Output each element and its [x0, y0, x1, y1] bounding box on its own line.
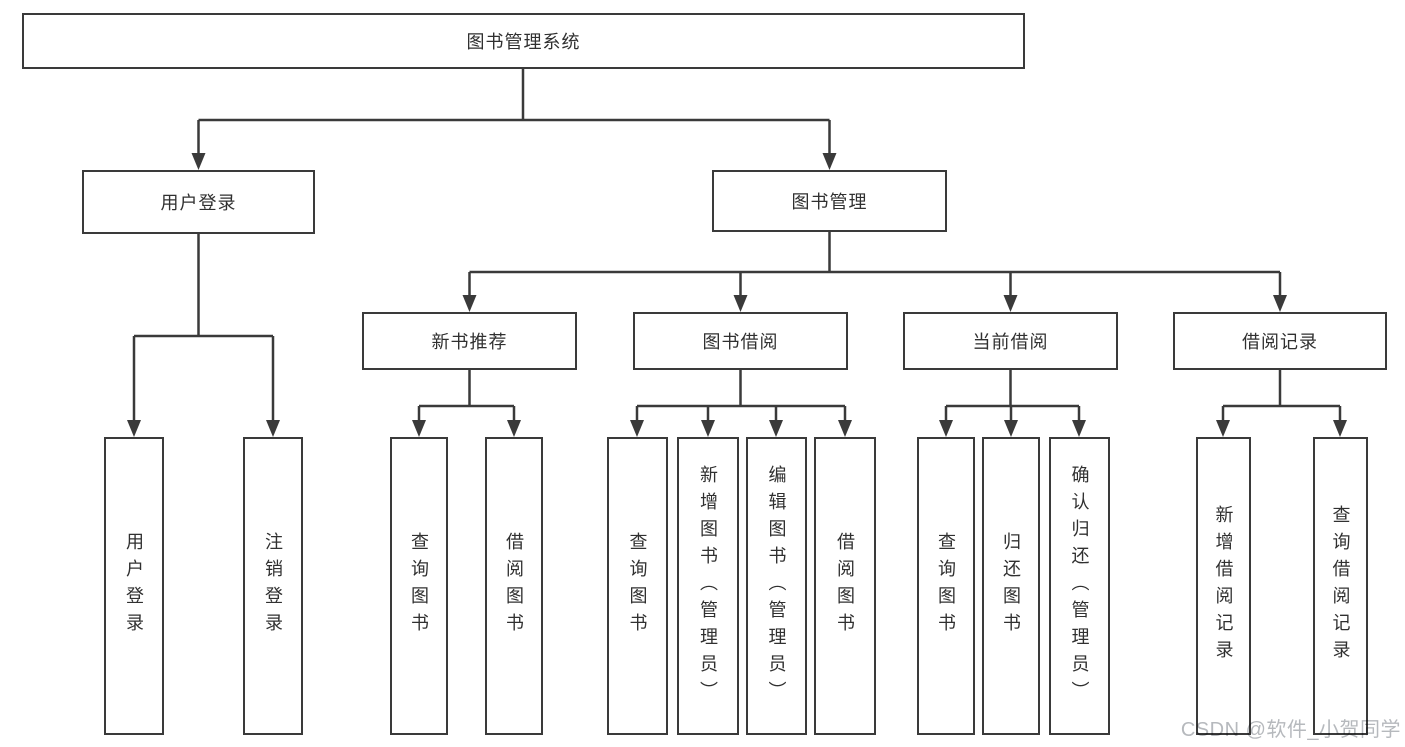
leaf-return-books: 归还图书: [982, 437, 1040, 735]
node-borrowing-records: 借阅记录: [1173, 312, 1387, 370]
node-book-management-branch: 图书管理: [712, 170, 947, 232]
arrowhead: [701, 420, 715, 437]
node-label: 查询图书: [627, 532, 648, 640]
arrowhead: [822, 153, 837, 170]
node-label: 编辑图书（管理员）: [766, 464, 787, 708]
leaf-borrow-books-borrowing: 借阅图书: [814, 437, 876, 735]
leaf-confirm-return-admin: 确认归还（管理员）: [1049, 437, 1110, 735]
node-label: 新增借阅记录: [1213, 505, 1234, 667]
leaf-edit-books-admin: 编辑图书（管理员）: [746, 437, 807, 735]
node-user-login-branch: 用户登录: [82, 170, 315, 234]
node-current-borrowing: 当前借阅: [903, 312, 1118, 370]
node-library-management-system: 图书管理系统: [22, 13, 1025, 69]
node-label: 查询图书: [936, 532, 956, 640]
leaf-add-books-admin: 新增图书（管理员）: [677, 437, 739, 735]
node-label: 用户登录: [124, 532, 144, 640]
arrowhead: [1003, 295, 1018, 312]
leaf-search-books-current: 查询图书: [917, 437, 975, 735]
arrowhead: [191, 153, 206, 170]
arrowhead: [1333, 420, 1347, 437]
connector-path: [132, 69, 1342, 422]
node-book-borrowing: 图书借阅: [633, 312, 848, 370]
node-label: 查询图书: [409, 532, 429, 640]
node-label: 查询借阅记录: [1330, 505, 1351, 667]
arrowheads: [127, 153, 1347, 437]
arrowhead: [507, 420, 521, 437]
leaf-search-books-borrowing: 查询图书: [607, 437, 668, 735]
node-label: 确认归还（管理员）: [1069, 464, 1090, 708]
arrowhead: [127, 420, 141, 437]
node-label: 归还图书: [1001, 532, 1021, 640]
node-label: 借阅图书: [835, 532, 855, 640]
arrowhead: [939, 420, 953, 437]
arrowhead: [838, 420, 852, 437]
arrowhead: [630, 420, 644, 437]
arrowhead: [769, 420, 783, 437]
leaf-search-borrow-record: 查询借阅记录: [1313, 437, 1368, 735]
arrowhead: [1273, 295, 1287, 312]
arrowhead: [1216, 420, 1230, 437]
leaf-search-books-recommend: 查询图书: [390, 437, 448, 735]
arrowhead: [266, 420, 280, 437]
node-label: 借阅图书: [504, 532, 524, 640]
leaf-borrow-books-recommend: 借阅图书: [485, 437, 543, 735]
arrowhead: [1004, 420, 1018, 437]
node-label: 注销登录: [263, 532, 283, 640]
node-new-book-recommendation: 新书推荐: [362, 312, 577, 370]
arrowhead: [462, 295, 477, 312]
node-label: 新增图书（管理员）: [698, 464, 718, 708]
csdn-watermark: CSDN @软件_小贺同学: [1180, 719, 1401, 741]
arrowhead: [412, 420, 426, 437]
arrowhead: [1072, 420, 1086, 437]
leaf-user-login: 用户登录: [104, 437, 164, 735]
leaf-add-borrow-record: 新增借阅记录: [1196, 437, 1251, 735]
arrowhead: [733, 295, 748, 312]
leaf-logout: 注销登录: [243, 437, 303, 735]
